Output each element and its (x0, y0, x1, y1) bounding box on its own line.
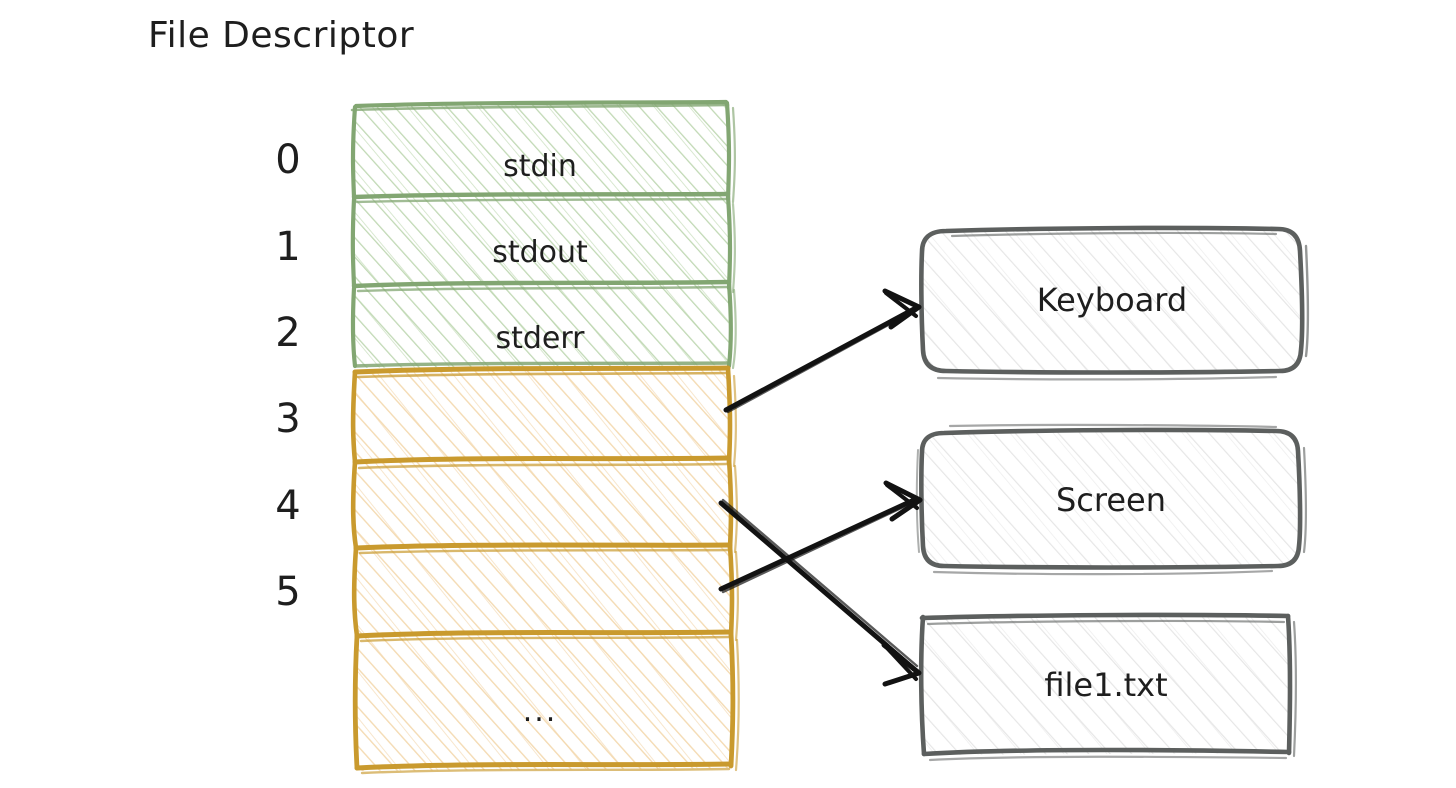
arrow-fd4-to-file1 (718, 498, 922, 687)
fd-orange-block (350, 365, 740, 775)
fd-index-5: 5 (275, 569, 301, 615)
fd-index-3: 3 (275, 396, 301, 442)
fd-cell-label-2: stderr (495, 321, 585, 356)
fd-index-0: 0 (275, 137, 301, 183)
device-file1[interactable] (920, 614, 1292, 756)
arrow-fd5-to-screen (718, 480, 923, 594)
device-label-screen: Screen (1055, 481, 1166, 519)
fd-row-4[interactable] (352, 461, 732, 547)
device-keyboard[interactable] (920, 228, 1304, 374)
fd-index-1: 1 (275, 224, 301, 270)
arrow-fd3-to-keyboard (723, 288, 922, 414)
fd-row-1[interactable] (352, 195, 732, 285)
fd-index-4: 4 (275, 483, 301, 529)
fd-row-overflow[interactable] (352, 635, 732, 769)
fd-row-0[interactable] (352, 101, 732, 195)
page-title: File Descriptor (148, 15, 415, 56)
fd-row-5[interactable] (352, 547, 732, 635)
fd-row-2[interactable] (352, 285, 732, 367)
device-box-file1[interactable] (918, 612, 1297, 762)
device-box-screen[interactable] (915, 423, 1307, 576)
fd-index-2: 2 (275, 310, 301, 356)
device-box-keyboard[interactable] (919, 225, 1310, 381)
fd-cell-label-overflow: ... (522, 694, 558, 729)
fd-green-block (350, 99, 737, 370)
device-label-keyboard: Keyboard (1036, 281, 1188, 319)
device-screen[interactable] (920, 429, 1302, 568)
fd-row-3[interactable] (352, 367, 732, 461)
fd-cell-label-0: stdin (503, 149, 577, 184)
fd-cell-label-1: stdout (492, 235, 588, 270)
device-label-file1: file1.txt (1044, 666, 1168, 704)
